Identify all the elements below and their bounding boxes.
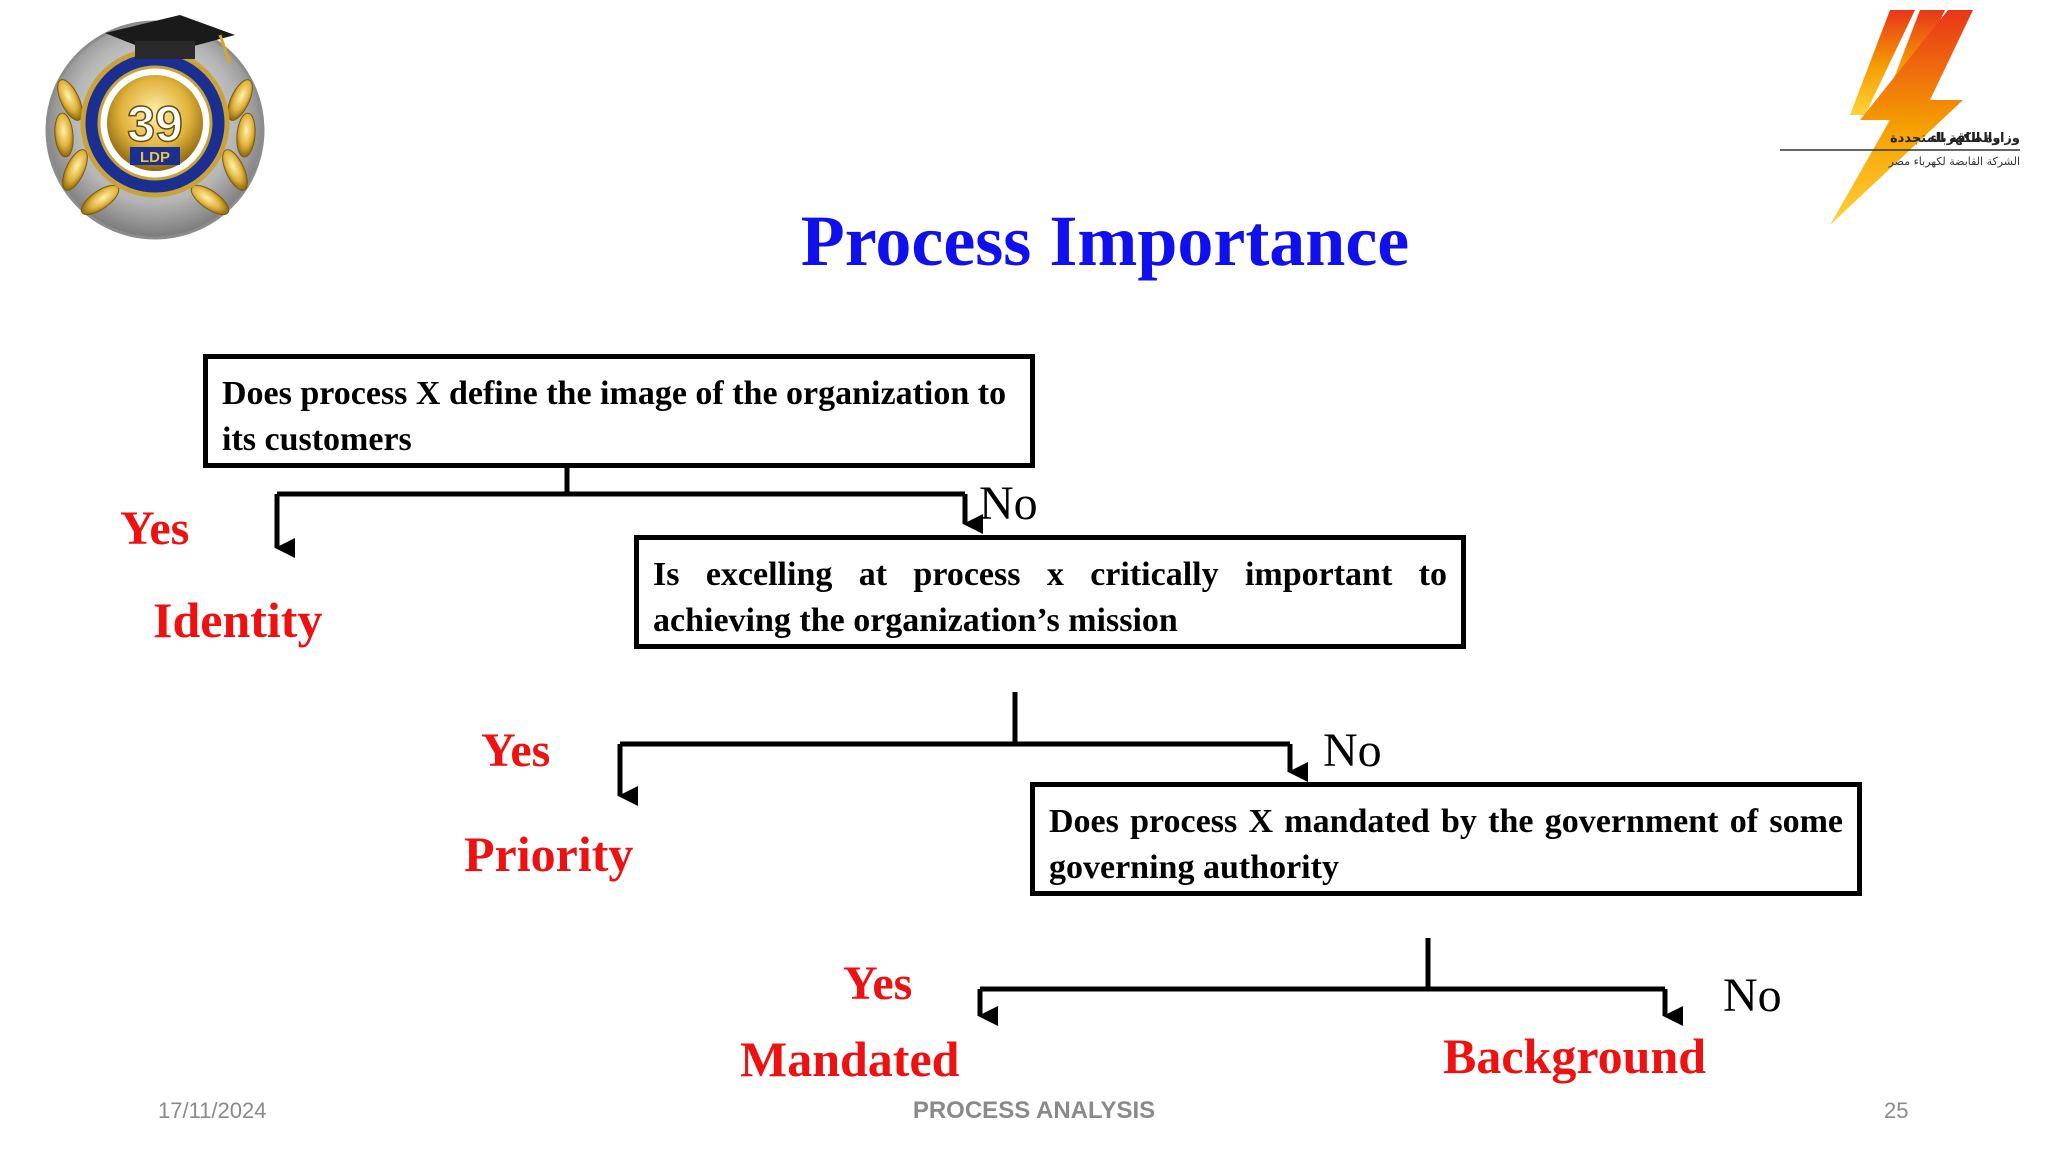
- outcome-background: Background: [1443, 1028, 1707, 1084]
- yes-label: Yes: [120, 502, 190, 555]
- outcome-priority: Priority: [464, 826, 634, 882]
- footer-date: 17/11/2024: [158, 1098, 267, 1123]
- ldp-badge-logo: 39 LDP: [45, 15, 265, 240]
- no-label: No: [979, 477, 1038, 530]
- question-box-image: Does process X define the image of the o…: [203, 354, 1035, 468]
- footer-title: PROCESS ANALYSIS: [912, 1097, 1156, 1124]
- question-text: Is excelling at process x critically imp…: [653, 556, 1447, 639]
- no-label: No: [1723, 969, 1782, 1022]
- yes-label: Yes: [481, 724, 551, 777]
- badge-subtext: LDP: [140, 149, 170, 166]
- ministry-logo: والطاقة المتجددة وزارة الكهرباء الشركة ا…: [1780, 10, 2020, 225]
- ministry-line2: الشركة القابضة لكهرباء مصر: [1888, 155, 2020, 168]
- svg-text:وزارة الكهرباء: وزارة الكهرباء: [1930, 131, 2020, 146]
- page-number: 25: [1884, 1098, 1909, 1123]
- outcome-identity: Identity: [153, 592, 323, 648]
- no-label: No: [1323, 724, 1382, 777]
- ministry-line1: والطاقة المتجددة: [1890, 131, 2000, 146]
- question-text: Does process X mandated by the governmen…: [1049, 803, 1843, 886]
- slide-title: Process Importance: [800, 201, 1410, 281]
- question-box-mandated: Does process X mandated by the governmen…: [1030, 782, 1862, 896]
- badge-number: 39: [127, 96, 183, 152]
- yes-label: Yes: [843, 957, 913, 1010]
- outcome-mandated: Mandated: [740, 1031, 960, 1087]
- question-box-mission: Is excelling at process x critically imp…: [634, 535, 1466, 649]
- question-text: Does process X define the image of the o…: [222, 375, 1007, 458]
